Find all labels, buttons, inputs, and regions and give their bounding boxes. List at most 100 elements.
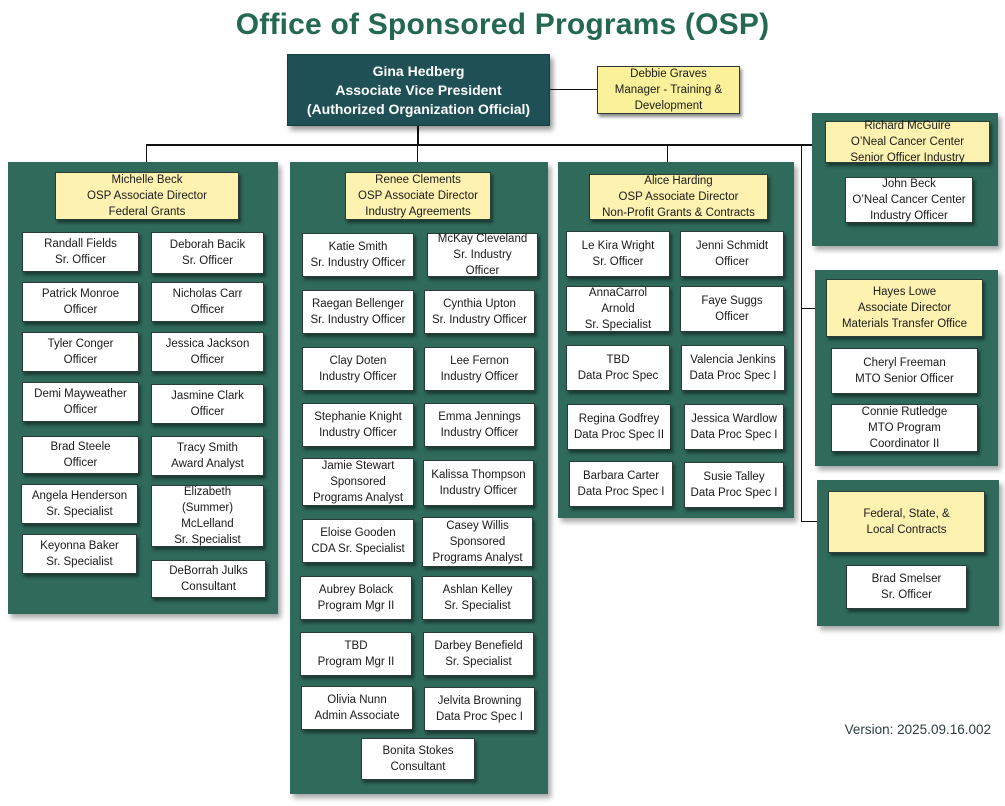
assistant-title: Manager - Training &: [614, 84, 723, 96]
executive-box[interactable]: Gina Hedberg Associate Vice President (A…: [287, 54, 550, 126]
person-title: Officer: [63, 354, 98, 366]
person-title: Programs Analyst: [312, 492, 404, 504]
person-title: Program Mgr II: [317, 656, 395, 668]
person-title: Sr. Industry Officer: [431, 314, 527, 326]
person-name: Le Kira Wright: [581, 240, 655, 252]
panel-non-profit: [558, 162, 794, 518]
person-name: Randall Fields: [44, 238, 117, 250]
person-title: Officer: [63, 404, 98, 416]
person-name: Keyonna Baker: [40, 540, 119, 552]
person-name: Olivia Nunn: [327, 694, 387, 706]
person-title: Industry Officer: [439, 485, 518, 497]
connector-industry: [417, 144, 418, 162]
group-head-federal-state-local[interactable]: Federal, State, &Local Contracts: [828, 491, 985, 553]
person-title: Sr. Industry Officer: [310, 257, 406, 269]
person-title: Sr. Specialist: [46, 506, 113, 518]
staff-box[interactable]: TBD Program Mgr II: [300, 632, 412, 676]
person-name: AnnaCarrol: [588, 287, 648, 299]
person-name: TBD: [344, 640, 368, 652]
person-title: Data Proc Spec: [577, 370, 659, 382]
connector-non-profit: [667, 144, 668, 162]
person-name: Darbey Benefield: [434, 640, 523, 652]
person-name: Patrick Monroe: [41, 288, 120, 300]
assistant-box[interactable]: Debbie Graves Manager - Training & Devel…: [597, 66, 740, 114]
connector-horizontal-main: [146, 144, 814, 146]
person-title: Local Contracts: [866, 524, 947, 536]
person-name: Deborah Bacik: [169, 239, 246, 251]
person-title: Industry Officer: [319, 371, 397, 383]
person-title: Consultant: [390, 761, 446, 773]
person-title: McLelland: [181, 518, 234, 530]
person-title: Officer: [63, 457, 98, 469]
person-title: Coordinator II: [869, 438, 940, 450]
person-title: OSP Associate Director: [618, 191, 739, 203]
person-name: Regina Godfrey: [578, 413, 660, 425]
connector-assistant: [550, 89, 597, 90]
person-title: Arnold: [601, 303, 635, 315]
person-name: Valencia Jenkins: [690, 354, 776, 366]
person-name: Connie Rutledge: [861, 406, 948, 418]
person-name: Barbara Carter: [582, 470, 660, 482]
person-title: Sponsored: [330, 476, 386, 488]
person-name: Clay Doten: [329, 355, 387, 367]
person-title: Sr. Officer: [881, 589, 932, 601]
person-title: Officer: [715, 311, 749, 323]
person-title: Admin Associate: [314, 710, 400, 722]
executive-title: Associate Vice President: [335, 81, 502, 98]
person-title: Sponsored: [449, 536, 506, 548]
person-title: Sr. Officer: [592, 256, 644, 268]
person-title: Program Mgr II: [317, 600, 395, 612]
